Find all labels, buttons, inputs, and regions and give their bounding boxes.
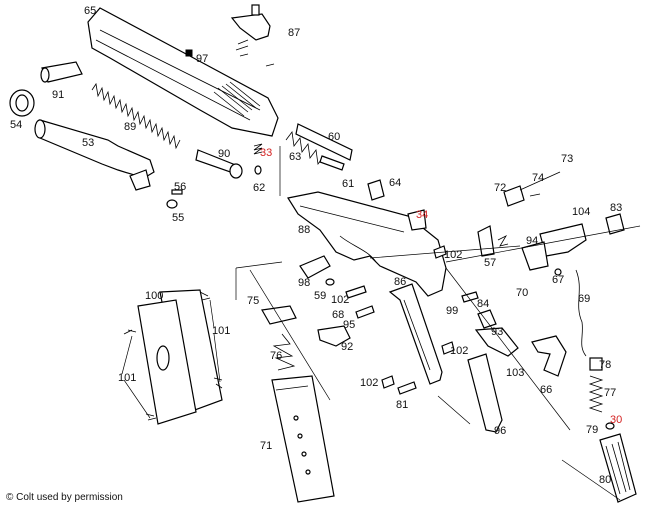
guide-rod-part [195,149,243,179]
label-66: 66 [540,384,552,396]
rear-sight-part [230,4,275,67]
copyright-notice: © Colt used by permission [6,492,123,503]
ejector-part [503,171,561,207]
label-102-c: 102 [450,345,468,357]
extractor-part [285,123,353,171]
firing-pin-stop-part [367,179,385,201]
assembly-guide-lines [235,146,641,501]
label-92: 92 [341,341,353,353]
mainspring-housing-part [388,283,443,385]
part-labels: 65 87 97 91 54 89 53 90 33 60 63 62 56 5… [10,5,622,486]
label-102-b: 102 [331,294,349,306]
frame-part [287,191,447,297]
label-30: 30 [610,414,622,426]
plunger-tube-part [261,305,297,371]
label-73: 73 [561,153,573,165]
label-102-a: 102 [444,249,462,261]
label-95: 95 [343,319,355,331]
label-99: 99 [446,305,458,317]
grip-screws-part [121,291,223,421]
label-55: 55 [172,212,184,224]
bushing-54-part [9,89,35,117]
trigger-part [467,353,503,433]
sear-part [474,309,519,357]
label-65: 65 [84,5,96,17]
grip-right-part [137,299,197,425]
small-pins-part [166,143,263,209]
label-87: 87 [288,27,300,39]
label-72: 72 [494,182,506,194]
label-102-d: 102 [360,377,378,389]
barrel-part [34,119,155,191]
recoil-spring-part [91,82,181,150]
label-98: 98 [298,277,310,289]
label-67: 67 [552,274,564,286]
magazine-part [271,375,335,503]
label-96: 96 [494,425,506,437]
label-60: 60 [328,131,340,143]
label-56: 56 [174,181,186,193]
grip-safety-part [317,325,351,347]
label-88: 88 [298,224,310,236]
label-97: 97 [196,53,208,65]
mainspring-part [588,357,637,503]
label-101-a: 101 [212,325,230,337]
label-75: 75 [247,295,259,307]
label-91: 91 [52,89,64,101]
label-80: 80 [599,474,611,486]
label-100: 100 [145,290,163,302]
label-74: 74 [532,172,544,184]
misc-pins-part [345,245,479,395]
label-59: 59 [314,290,326,302]
label-69: 69 [578,293,590,305]
label-93: 93 [491,326,503,338]
label-64: 64 [389,177,401,189]
label-104: 104 [572,206,590,218]
label-63: 63 [289,151,301,163]
label-34: 34 [416,209,428,221]
slide-part [87,7,279,137]
label-79: 79 [586,424,598,436]
label-77: 77 [604,387,616,399]
plug-91-part [40,61,83,83]
label-68: 68 [332,309,344,321]
label-62: 62 [253,182,265,194]
label-89: 89 [124,121,136,133]
label-71: 71 [260,440,272,452]
label-57: 57 [484,257,496,269]
hammer-part [531,335,567,377]
mag-catch-part [299,255,335,286]
label-54: 54 [10,119,22,131]
label-101-b: 101 [118,372,136,384]
label-78: 78 [599,359,611,371]
label-53: 53 [82,137,94,149]
label-76: 76 [270,350,282,362]
label-90: 90 [218,148,230,160]
label-33: 33 [260,147,272,159]
label-86: 86 [394,276,406,288]
label-70: 70 [516,287,528,299]
label-83: 83 [610,202,622,214]
label-61: 61 [342,178,354,190]
label-81: 81 [396,399,408,411]
label-103: 103 [506,367,524,379]
label-84: 84 [477,298,489,310]
label-94: 94 [526,235,538,247]
